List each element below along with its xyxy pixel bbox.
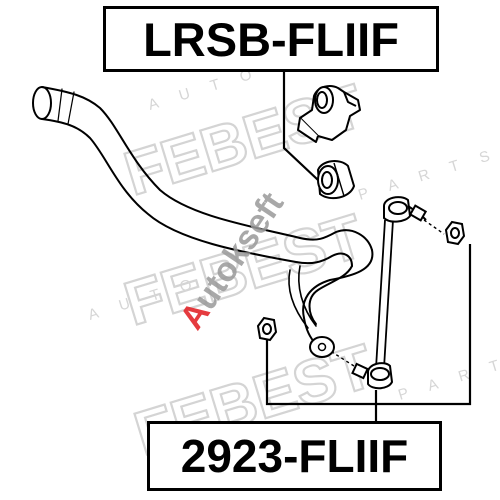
part-number-bottom: 2923-FLIIF (147, 421, 442, 491)
leader-line-top (282, 72, 319, 181)
leader-lines-bottom (265, 244, 472, 421)
part-number-top: LRSB-FLIIF (103, 6, 439, 72)
link-nut-upper (444, 220, 466, 246)
link-nut-lower (256, 316, 278, 342)
watermark-sub-3: PARTS (356, 141, 500, 204)
stabilizer-bushing (316, 160, 356, 200)
stabilizer-bar (32, 86, 374, 358)
stabilizer-link (331, 196, 445, 390)
bushing-bracket (297, 85, 361, 143)
watermark-sub-4: PARTS (396, 341, 500, 404)
